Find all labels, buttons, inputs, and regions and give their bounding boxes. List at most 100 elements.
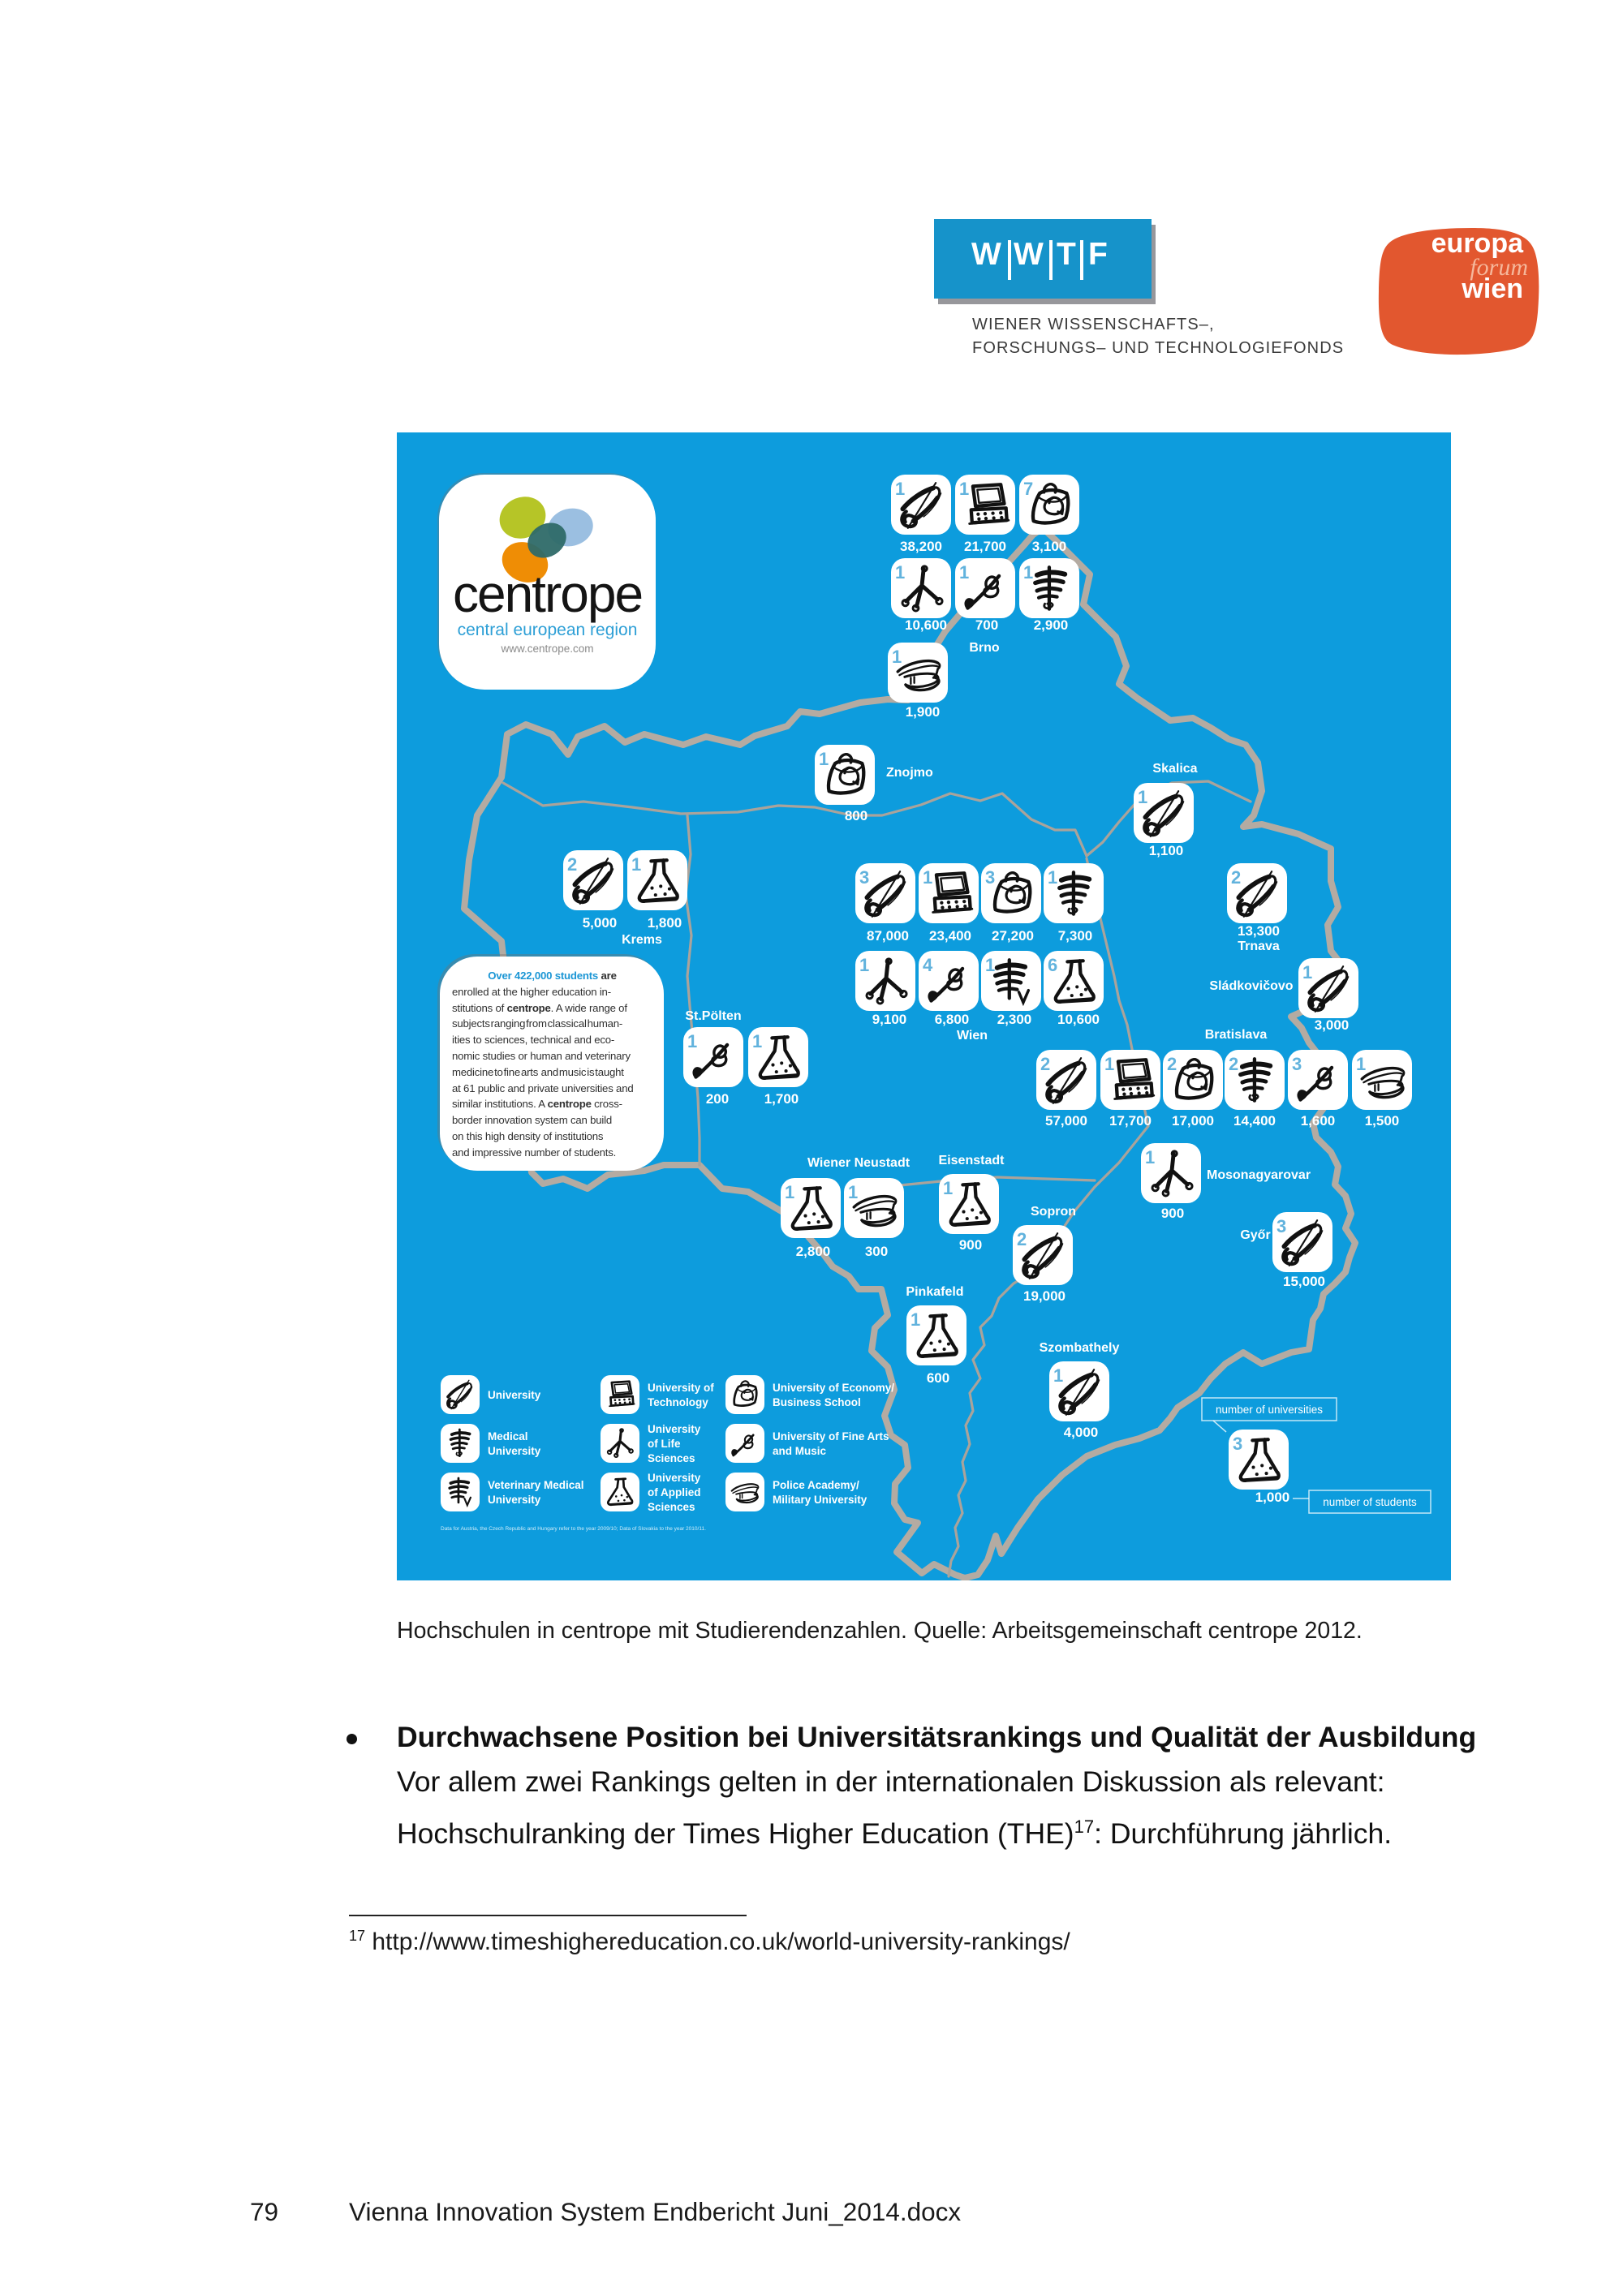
- svg-text:1: 1: [959, 479, 969, 499]
- svg-text:23,400: 23,400: [929, 928, 971, 944]
- svg-text:1: 1: [819, 749, 829, 769]
- svg-text:19,000: 19,000: [1023, 1288, 1065, 1304]
- svg-text:1: 1: [1302, 962, 1312, 982]
- svg-text:3: 3: [1233, 1434, 1242, 1454]
- svg-text:1: 1: [892, 647, 902, 667]
- svg-text:57,000: 57,000: [1045, 1113, 1087, 1129]
- svg-text:Bratislava: Bratislava: [1205, 1028, 1268, 1042]
- svg-text:University: University: [488, 1445, 541, 1457]
- svg-text:Trnava: Trnava: [1238, 939, 1280, 953]
- svg-text:University of Fine Arts: University of Fine Arts: [773, 1430, 889, 1443]
- svg-text:10,600: 10,600: [905, 617, 947, 633]
- svg-text:6: 6: [1048, 955, 1057, 975]
- svg-text:1: 1: [1023, 562, 1033, 583]
- svg-text:1,100: 1,100: [1149, 843, 1184, 858]
- svg-text:Krems: Krems: [622, 933, 662, 947]
- svg-text:15,000: 15,000: [1283, 1274, 1325, 1289]
- svg-text:1,500: 1,500: [1365, 1113, 1400, 1129]
- svg-text:2: 2: [1231, 867, 1241, 888]
- svg-text:Medical: Medical: [488, 1430, 528, 1443]
- svg-text:5,000: 5,000: [583, 915, 618, 931]
- svg-text:10,600: 10,600: [1057, 1012, 1100, 1027]
- svg-text:Military University: Military University: [773, 1494, 867, 1506]
- svg-text:2: 2: [1167, 1054, 1177, 1074]
- svg-text:600: 600: [927, 1370, 949, 1386]
- svg-text:900: 900: [1161, 1206, 1184, 1221]
- svg-text:17,700: 17,700: [1109, 1113, 1152, 1129]
- svg-text:38,200: 38,200: [900, 539, 942, 554]
- svg-text:Znojmo: Znojmo: [886, 766, 933, 780]
- svg-text:1: 1: [1053, 1365, 1063, 1386]
- svg-text:4: 4: [923, 955, 933, 975]
- svg-text:3,100: 3,100: [1032, 539, 1067, 554]
- svg-text:2,900: 2,900: [1034, 617, 1069, 633]
- svg-text:300: 300: [865, 1244, 888, 1259]
- svg-text:7: 7: [1023, 479, 1033, 499]
- svg-text:University of: University of: [648, 1382, 714, 1394]
- svg-text:Veterinary Medical: Veterinary Medical: [488, 1479, 584, 1491]
- svg-text:1: 1: [911, 1309, 920, 1330]
- svg-text:700: 700: [975, 617, 998, 633]
- svg-text:900: 900: [959, 1237, 982, 1253]
- svg-text:1: 1: [923, 867, 932, 888]
- svg-text:Technology: Technology: [648, 1396, 708, 1408]
- svg-text:forum: forum: [1470, 254, 1528, 281]
- svg-text:1,600: 1,600: [1301, 1113, 1336, 1129]
- svg-text:9,100: 9,100: [872, 1012, 907, 1027]
- svg-text:1: 1: [959, 562, 969, 583]
- svg-text:2,300: 2,300: [997, 1012, 1032, 1027]
- svg-text:Sciences: Sciences: [648, 1501, 695, 1513]
- svg-text:17,000: 17,000: [1172, 1113, 1214, 1129]
- svg-text:1: 1: [1356, 1054, 1366, 1074]
- svg-text:1: 1: [752, 1031, 762, 1051]
- svg-text:6,800: 6,800: [935, 1012, 970, 1027]
- svg-text:Skalica: Skalica: [1152, 762, 1197, 776]
- svg-text:University: University: [648, 1423, 701, 1435]
- svg-text:Pinkafeld: Pinkafeld: [906, 1285, 963, 1299]
- svg-text:Wiener Neustadt: Wiener Neustadt: [807, 1156, 911, 1170]
- svg-text:number of universities: number of universities: [1216, 1404, 1323, 1416]
- svg-text:3: 3: [985, 867, 995, 888]
- svg-text:Data for Austria, the Czech Re: Data for Austria, the Czech Republic and…: [441, 1526, 706, 1532]
- svg-text:3: 3: [859, 867, 869, 888]
- svg-text:1: 1: [895, 479, 905, 499]
- svg-text:1: 1: [859, 955, 869, 975]
- svg-text:University of Economy/: University of Economy/: [773, 1382, 894, 1394]
- svg-text:14,400: 14,400: [1233, 1113, 1276, 1129]
- svg-text:Sládkovičovo: Sládkovičovo: [1209, 979, 1293, 993]
- svg-text:1,900: 1,900: [906, 704, 941, 720]
- svg-text:1: 1: [785, 1182, 794, 1202]
- svg-text:2: 2: [1040, 1054, 1050, 1074]
- svg-text:Mosonagyarovar: Mosonagyarovar: [1207, 1168, 1311, 1182]
- svg-text:3: 3: [1276, 1216, 1286, 1236]
- svg-text:1,000: 1,000: [1255, 1490, 1290, 1505]
- svg-text:87,000: 87,000: [867, 928, 909, 944]
- svg-text:3: 3: [1292, 1054, 1302, 1074]
- svg-text:27,200: 27,200: [992, 928, 1034, 944]
- svg-text:7,300: 7,300: [1058, 928, 1093, 944]
- svg-text:200: 200: [706, 1091, 729, 1107]
- svg-text:europa: europa: [1431, 228, 1524, 259]
- svg-text:4,000: 4,000: [1064, 1425, 1099, 1440]
- svg-text:University: University: [488, 1389, 541, 1401]
- svg-text:2: 2: [567, 854, 577, 875]
- svg-text:Győr: Győr: [1240, 1228, 1270, 1242]
- svg-text:University: University: [488, 1494, 541, 1506]
- svg-text:1: 1: [848, 1182, 858, 1202]
- svg-text:2: 2: [1229, 1054, 1238, 1074]
- svg-text:Eisenstadt: Eisenstadt: [939, 1154, 1005, 1167]
- svg-text:800: 800: [845, 808, 867, 823]
- svg-text:21,700: 21,700: [964, 539, 1006, 554]
- svg-text:1: 1: [895, 562, 905, 583]
- svg-text:1,700: 1,700: [764, 1091, 799, 1107]
- svg-text:1,800: 1,800: [648, 915, 682, 931]
- svg-text:1: 1: [687, 1031, 697, 1051]
- svg-text:Sciences: Sciences: [648, 1452, 695, 1464]
- svg-text:1: 1: [985, 955, 995, 975]
- svg-text:of Life: of Life: [648, 1438, 681, 1450]
- svg-text:wien: wien: [1461, 273, 1523, 304]
- svg-text:number of students: number of students: [1323, 1496, 1417, 1508]
- svg-text:Police Academy/: Police Academy/: [773, 1479, 859, 1491]
- svg-text:1: 1: [631, 854, 641, 875]
- svg-text:Wien: Wien: [957, 1029, 988, 1043]
